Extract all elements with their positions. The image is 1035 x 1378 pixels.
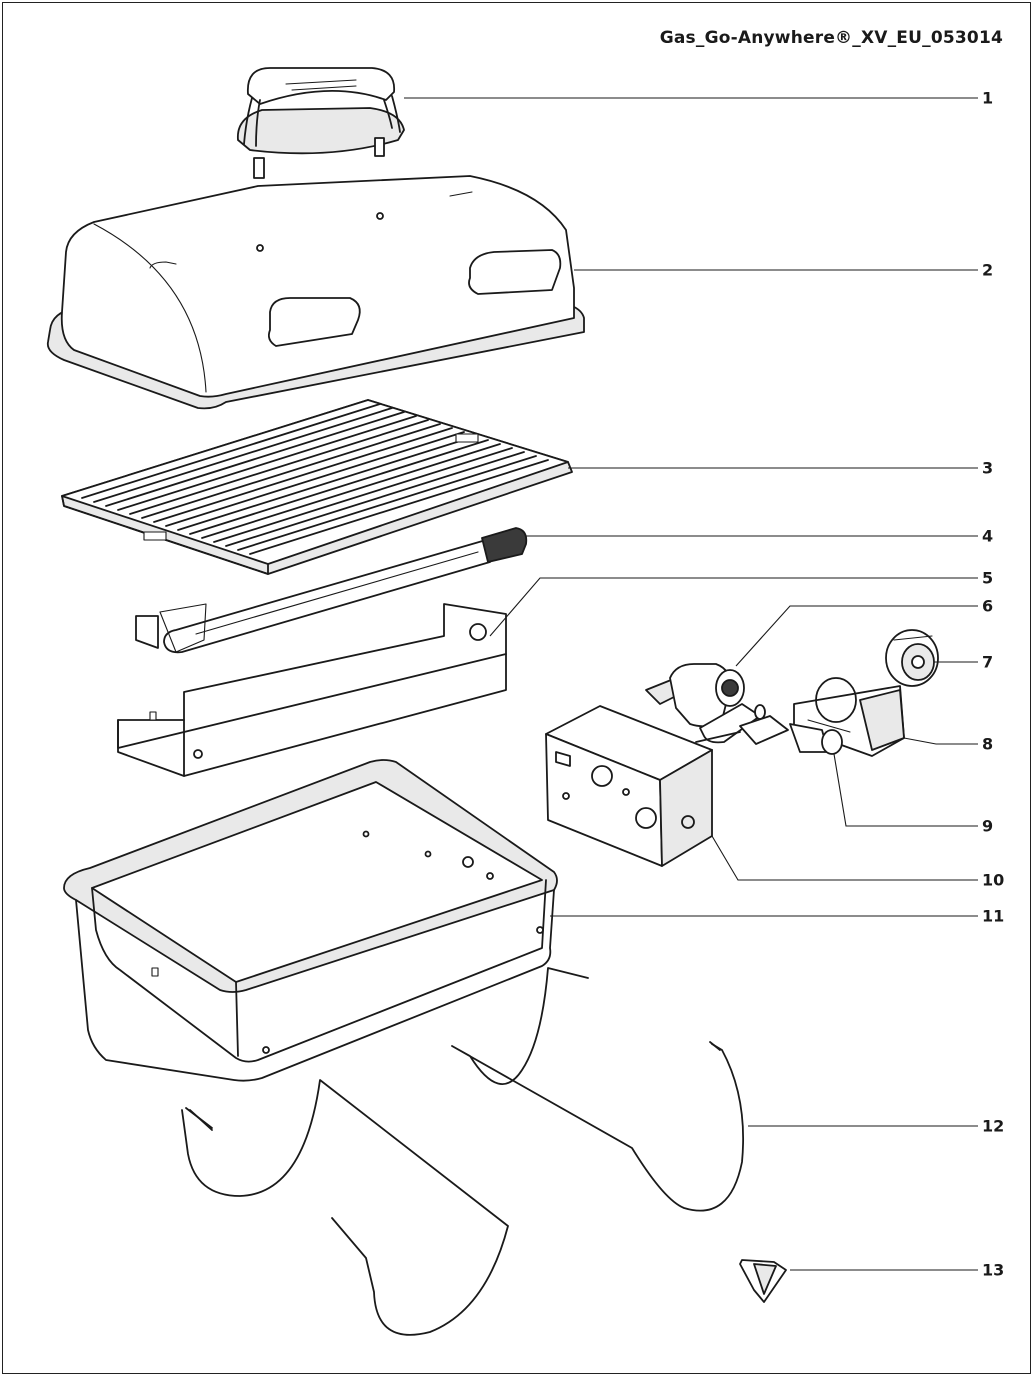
part-cookbox: [63, 759, 558, 1082]
callout-8: 8: [982, 734, 994, 754]
callout-4: 4: [982, 526, 994, 546]
callout-13: 13: [982, 1260, 1005, 1280]
callout-10: 10: [982, 870, 1005, 890]
leader-line-6: [735, 605, 978, 667]
callout-3: 3: [982, 458, 994, 478]
callout-1: 1: [982, 88, 994, 108]
diagram-title: Gas_Go-Anywhere®_XV_EU_053014: [659, 28, 1003, 48]
callout-9: 9: [982, 816, 994, 836]
callout-11: 11: [982, 906, 1005, 926]
part-clip: [739, 1259, 787, 1303]
leader-lines: [404, 97, 978, 1271]
callout-2: 2: [982, 260, 994, 280]
leader-line-9: [833, 753, 978, 827]
callout-12: 12: [982, 1116, 1005, 1136]
part-burner-tube: [159, 527, 528, 654]
part-control-housing: [545, 705, 713, 867]
part-control-knob: [885, 629, 939, 687]
part-lid: [46, 175, 585, 410]
leader-line-5: [489, 577, 978, 637]
callout-5: 5: [982, 568, 994, 588]
part-lid-handle: [237, 67, 405, 179]
part-burner-support: [117, 603, 507, 777]
callout-7: 7: [982, 652, 994, 672]
part-cooking-grate: [61, 399, 573, 575]
callout-6: 6: [982, 596, 994, 616]
leader-line-8: [903, 737, 978, 745]
part-legs: [181, 967, 745, 1336]
leader-line-10: [711, 835, 978, 881]
part-control-panel: [793, 677, 905, 757]
part-gas-valve: [645, 663, 766, 744]
part-igniter: [695, 715, 843, 755]
